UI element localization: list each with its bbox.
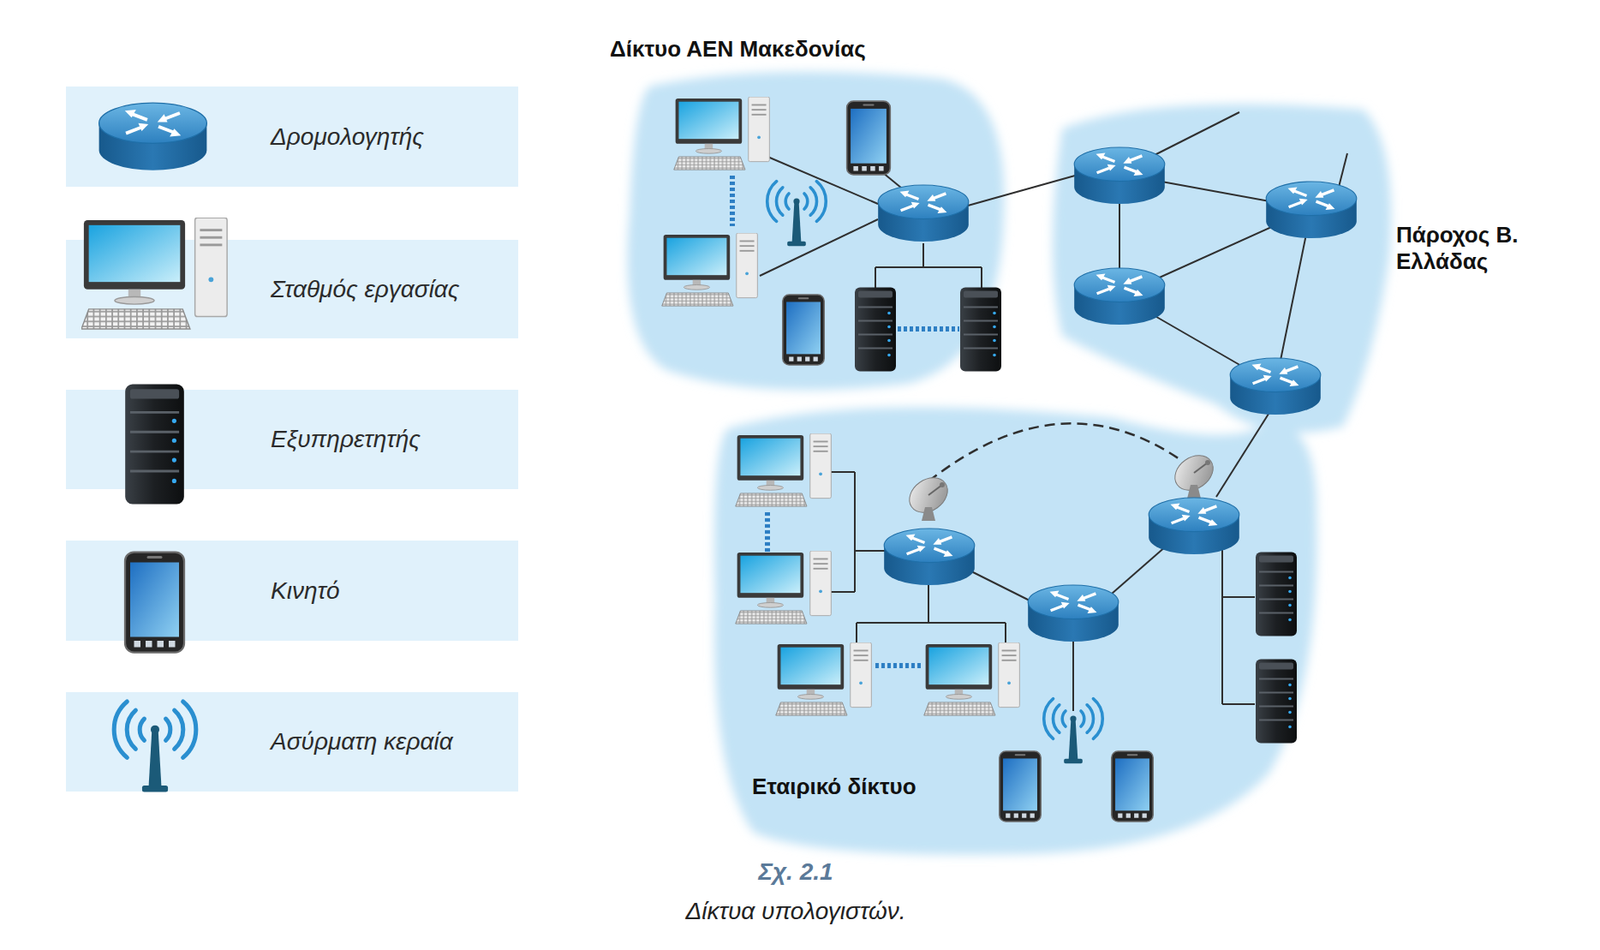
network-area: Δίκτυο ΑΕΝ Μακεδονίας bbox=[609, 32, 1013, 393]
server-icon bbox=[1255, 552, 1297, 637]
antenna-icon bbox=[1044, 698, 1104, 765]
network-devices bbox=[662, 96, 1357, 822]
router-icon bbox=[99, 102, 208, 171]
network-link bbox=[1147, 112, 1240, 159]
legend-label: Ασύρματη κεραία bbox=[270, 728, 454, 756]
router-icon bbox=[1027, 585, 1119, 642]
antenna-icon bbox=[767, 181, 827, 247]
network-link bbox=[967, 175, 1075, 206]
server-icon bbox=[854, 287, 896, 372]
router-icon bbox=[1265, 181, 1357, 239]
legend-label: Δρομολογητής bbox=[270, 123, 424, 151]
network-link bbox=[875, 266, 982, 269]
network-regions bbox=[627, 71, 1392, 855]
ws-icon bbox=[735, 433, 832, 507]
network-links bbox=[732, 112, 1348, 711]
router-icon bbox=[1074, 268, 1165, 325]
ws-icon bbox=[81, 217, 227, 329]
device-group-link bbox=[729, 175, 735, 227]
figure-number: Σχ. 2.1 bbox=[538, 858, 1053, 886]
network-name: Πάροχος Β. Ελλάδας bbox=[1396, 221, 1549, 275]
legend-row: Εξυπηρετητής bbox=[65, 389, 519, 490]
router-icon bbox=[1148, 497, 1240, 555]
legend-row: Κινητό bbox=[65, 540, 519, 641]
legend-row: Δρομολογητής bbox=[65, 86, 519, 187]
legend-row: Σταθμός εργασίας bbox=[65, 239, 519, 339]
router-icon bbox=[883, 528, 975, 586]
router-icon bbox=[1074, 147, 1165, 204]
network-link bbox=[759, 219, 878, 276]
router-icon bbox=[877, 185, 969, 242]
legend-label: Εξυπηρετητής bbox=[270, 425, 421, 454]
legend-sample bbox=[122, 549, 187, 656]
legend-sample bbox=[96, 99, 209, 174]
server-icon bbox=[960, 287, 1002, 372]
network-link bbox=[874, 267, 877, 288]
legend-sample bbox=[105, 697, 205, 795]
legend-row: Ασύρματη κεραία bbox=[65, 692, 519, 792]
phone-icon bbox=[999, 751, 1041, 822]
legend-sample bbox=[81, 217, 230, 332]
ws-icon bbox=[924, 642, 1021, 716]
network-name: Δίκτυο ΑΕΝ Μακεδονίας bbox=[609, 35, 987, 63]
satellite-link bbox=[928, 423, 1183, 482]
dish-icon bbox=[902, 470, 955, 521]
network-link bbox=[1072, 633, 1075, 711]
ws-icon bbox=[662, 232, 759, 306]
legend-sample bbox=[122, 382, 187, 506]
server-icon bbox=[125, 383, 185, 504]
network-link bbox=[922, 243, 925, 268]
ws-icon bbox=[674, 96, 771, 170]
network-link bbox=[853, 471, 856, 592]
network-region bbox=[714, 407, 1317, 855]
network-link bbox=[830, 591, 855, 593]
device-group-link bbox=[875, 662, 924, 669]
legend-label: Κινητό bbox=[270, 577, 341, 605]
legend-label: Σταθμός εργασίας bbox=[270, 275, 460, 304]
phone-icon bbox=[847, 101, 891, 175]
phone-icon bbox=[125, 552, 185, 653]
router-icon bbox=[1229, 358, 1321, 415]
network-link bbox=[856, 621, 1006, 624]
network-area: Πάροχος Β. Ελλάδας bbox=[1050, 101, 1553, 436]
device-group-link bbox=[897, 326, 960, 332]
network-name: Εταιρικό δίκτυο bbox=[752, 773, 1009, 800]
network-region bbox=[1052, 104, 1392, 433]
phone-icon bbox=[1111, 751, 1153, 822]
phone-icon bbox=[782, 294, 824, 365]
device-group-link bbox=[764, 512, 771, 553]
network-link bbox=[1216, 411, 1271, 497]
network-link bbox=[1222, 703, 1255, 705]
antenna-icon bbox=[113, 701, 197, 792]
network-link bbox=[980, 267, 983, 288]
ws-icon bbox=[735, 550, 832, 624]
figure-caption: Δίκτυα υπολογιστών. bbox=[495, 897, 1096, 926]
network-link bbox=[1222, 596, 1255, 598]
ws-icon bbox=[776, 642, 872, 716]
network-area: Εταιρικό δίκτυο bbox=[714, 398, 1319, 857]
network-link bbox=[854, 549, 888, 552]
network-link bbox=[830, 471, 855, 473]
network-link bbox=[1221, 548, 1224, 705]
dish-icon bbox=[1168, 447, 1220, 499]
network-region bbox=[627, 71, 1005, 390]
server-icon bbox=[1255, 659, 1297, 744]
